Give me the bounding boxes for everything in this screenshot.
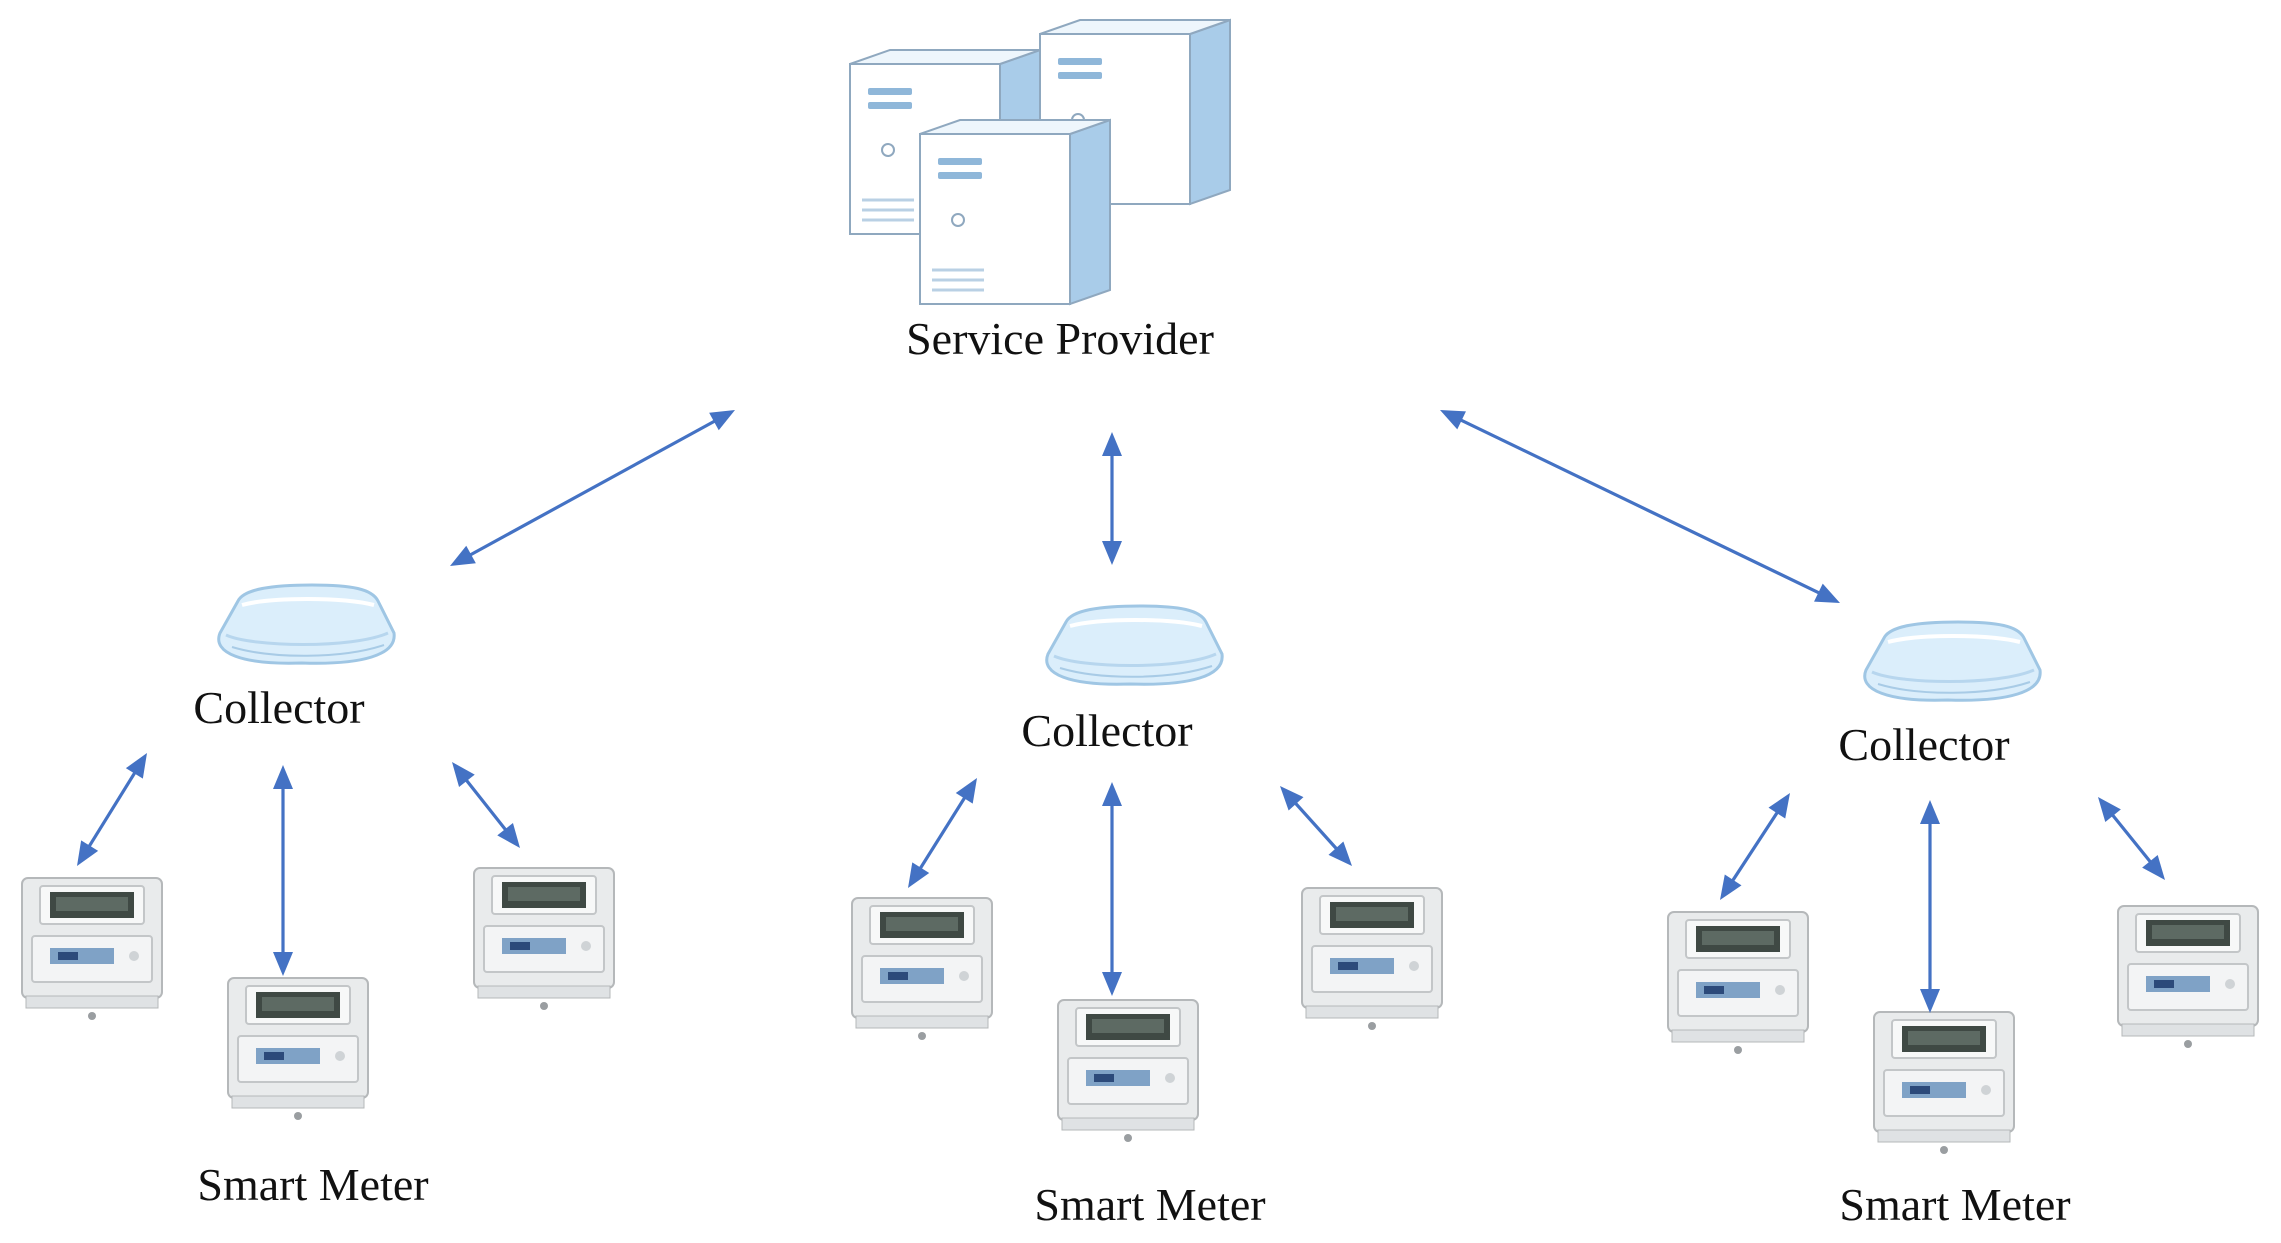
smart-meter-icon <box>21 877 163 1021</box>
smart-meter-icon <box>1301 887 1443 1031</box>
collector-router-icon <box>1862 620 2043 703</box>
smart-meter-icon <box>473 867 615 1011</box>
bidirectional-arrow-icon <box>273 765 293 976</box>
collector-router-icon <box>216 583 397 666</box>
smart-meter-icon <box>1667 911 1809 1055</box>
bidirectional-arrow-icon <box>2098 797 2165 880</box>
collector-group-3: Collector Smart Meter <box>1667 620 2259 1230</box>
server-stack-icon <box>848 18 1232 306</box>
collector-group-2: Collector Smart Meter <box>851 604 1443 1230</box>
smart-meter-label: Smart Meter <box>197 1159 428 1210</box>
bidirectional-arrow-icon <box>1720 793 1790 900</box>
collector-label: Collector <box>1838 719 2009 770</box>
smart-meter-icon <box>227 977 369 1121</box>
collector-label: Collector <box>1021 705 1192 756</box>
smart-meter-label: Smart Meter <box>1839 1179 2070 1230</box>
bidirectional-arrow-icon <box>1102 782 1122 996</box>
smart-meter-icon <box>851 897 993 1041</box>
bidirectional-arrow-icon <box>452 762 520 848</box>
bidirectional-arrow-icon <box>1920 800 1940 1013</box>
smart-meter-label: Smart Meter <box>1034 1179 1265 1230</box>
collector-group-1: Collector Smart Meter <box>21 583 615 1210</box>
collector-label: Collector <box>193 682 364 733</box>
bidirectional-arrow-icon <box>450 410 735 566</box>
collector-router-icon <box>1044 604 1225 687</box>
bidirectional-arrow-icon <box>1102 432 1122 565</box>
smart-meter-icon <box>2117 905 2259 1049</box>
service-provider-label: Service Provider <box>906 313 1214 364</box>
smart-meter-icon <box>1057 999 1199 1143</box>
bidirectional-arrow-icon <box>77 753 147 866</box>
bidirectional-arrow-icon <box>1280 786 1352 866</box>
bidirectional-arrow-icon <box>908 778 977 888</box>
smart-meter-icon <box>1873 1011 2015 1155</box>
bidirectional-arrow-icon <box>1440 410 1840 603</box>
